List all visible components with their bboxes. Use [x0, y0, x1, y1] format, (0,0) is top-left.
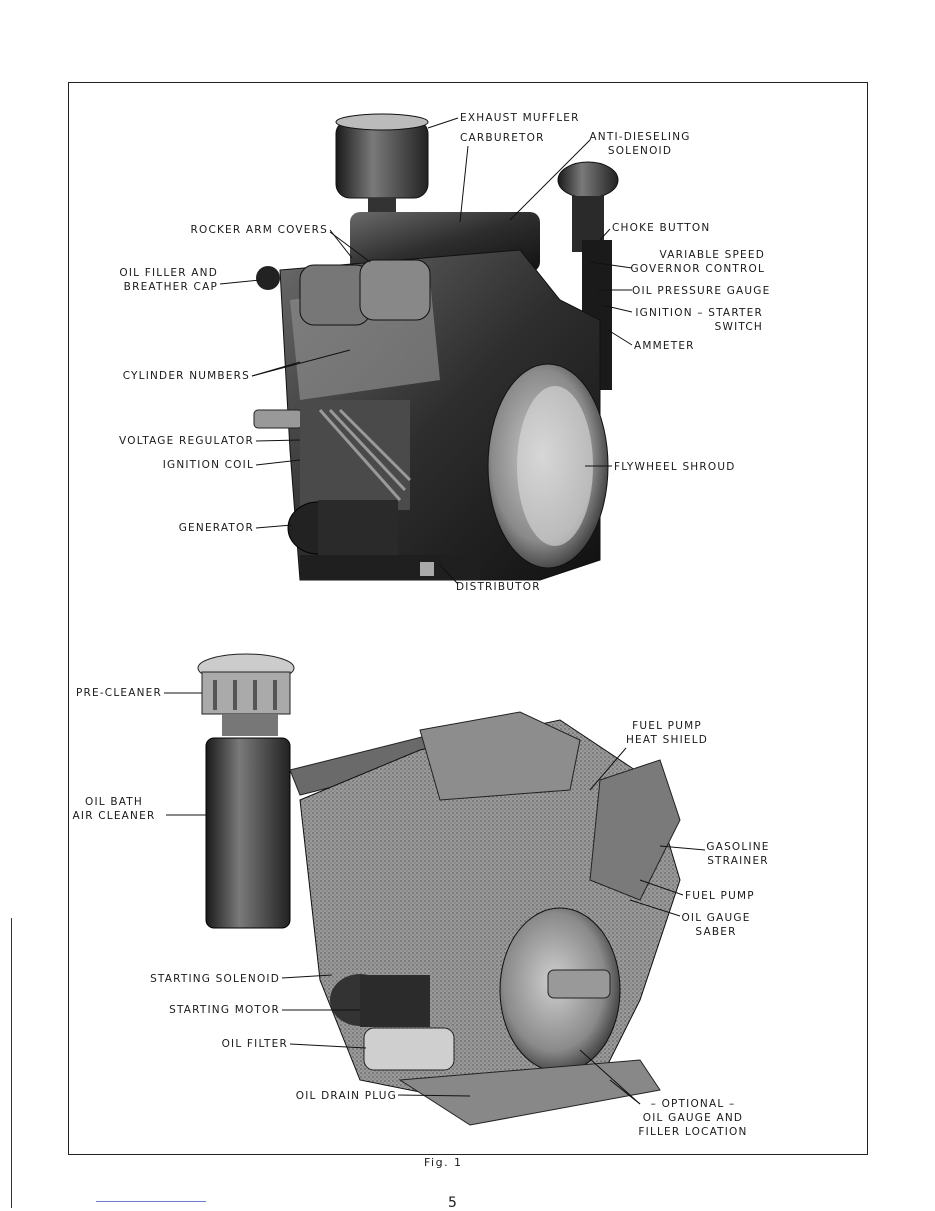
- label-distributor: DISTRIBUTOR: [456, 581, 541, 593]
- label-anti-dieseling: ANTI-DIESELING SOLENOID: [585, 130, 695, 158]
- label-optional-oil-gauge: – OPTIONAL – OIL GAUGE AND FILLER LOCATI…: [628, 1097, 758, 1139]
- label-optional-line2: OIL GAUGE AND: [642, 1112, 744, 1124]
- label-variable-speed-line2: GOVERNOR CONTROL: [630, 263, 765, 275]
- label-choke-button: CHOKE BUTTON: [612, 222, 711, 234]
- footer-rule: [96, 1201, 206, 1202]
- label-voltage-regulator: VOLTAGE REGULATOR: [119, 435, 254, 447]
- label-ignition-starter: IGNITION – STARTER SWITCH: [630, 306, 763, 334]
- figure-frame: [68, 82, 868, 1155]
- label-optional-line3: FILLER LOCATION: [638, 1126, 748, 1138]
- figure-caption: Fig. 1: [424, 1156, 463, 1169]
- label-exhaust-muffler: EXHAUST MUFFLER: [460, 112, 580, 124]
- label-starting-motor: STARTING MOTOR: [169, 1004, 280, 1016]
- label-gasoline-strainer-line2: STRAINER: [707, 855, 769, 867]
- label-gasoline-strainer-line1: GASOLINE: [706, 841, 770, 853]
- label-oil-bath-line1: OIL BATH: [84, 796, 144, 808]
- label-oil-gauge-saber: OIL GAUGE SABER: [676, 911, 756, 939]
- page-number: 5: [448, 1195, 457, 1211]
- label-fuel-pump: FUEL PUMP: [685, 890, 755, 902]
- label-carburetor: CARBURETOR: [460, 132, 545, 144]
- label-oil-gauge-saber-line1: OIL GAUGE: [681, 912, 751, 924]
- label-oil-bath-line2: AIR CLEANER: [72, 810, 156, 822]
- label-gasoline-strainer: GASOLINE STRAINER: [700, 840, 776, 868]
- label-ignition-coil: IGNITION COIL: [162, 459, 254, 471]
- label-anti-dieseling-line1: ANTI-DIESELING: [589, 131, 691, 143]
- label-oil-filler-line2: BREATHER CAP: [123, 281, 218, 293]
- label-ignition-starter-line1: IGNITION – STARTER: [635, 307, 763, 319]
- label-ignition-starter-line2: SWITCH: [714, 321, 763, 333]
- label-generator: GENERATOR: [178, 522, 254, 534]
- label-rocker-arm-covers: ROCKER ARM COVERS: [190, 224, 328, 236]
- label-oil-filter: OIL FILTER: [221, 1038, 288, 1050]
- label-cylinder-numbers: CYLINDER NUMBERS: [122, 370, 250, 382]
- bottom-leader-lines: [164, 692, 706, 1105]
- label-fuel-pump-heat-shield-line1: FUEL PUMP: [632, 720, 702, 732]
- label-fuel-pump-heat-shield-line2: HEAT SHIELD: [625, 734, 709, 746]
- label-variable-speed: VARIABLE SPEED GOVERNOR CONTROL: [615, 248, 765, 276]
- label-starting-solenoid: STARTING SOLENOID: [150, 973, 280, 985]
- top-engine-drawing: [253, 113, 619, 581]
- label-fuel-pump-heat-shield: FUEL PUMP HEAT SHIELD: [612, 719, 722, 747]
- label-oil-gauge-saber-line2: SABER: [695, 926, 737, 938]
- label-variable-speed-line1: VARIABLE SPEED: [659, 249, 765, 261]
- label-oil-filler-line1: OIL FILLER AND: [119, 267, 218, 279]
- label-oil-bath-air-cleaner: OIL BATH AIR CLEANER: [64, 795, 164, 823]
- top-leader-lines: [219, 117, 633, 585]
- bottom-engine-drawing: [197, 653, 681, 1126]
- label-ammeter: AMMETER: [634, 340, 695, 352]
- label-optional-line1: – OPTIONAL –: [650, 1098, 736, 1110]
- label-oil-filler: OIL FILLER AND BREATHER CAP: [100, 266, 218, 294]
- label-oil-drain-plug: OIL DRAIN PLUG: [295, 1090, 397, 1102]
- label-anti-dieseling-line2: SOLENOID: [607, 145, 673, 157]
- label-oil-pressure-gauge: OIL PRESSURE GAUGE: [632, 285, 771, 297]
- label-pre-cleaner: PRE-CLEANER: [75, 687, 162, 699]
- scan-edge-line: [11, 918, 12, 1208]
- label-flywheel-shroud: FLYWHEEL SHROUD: [614, 461, 736, 473]
